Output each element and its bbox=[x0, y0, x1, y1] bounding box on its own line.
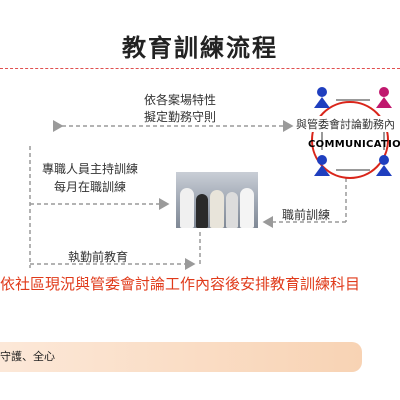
person-figure bbox=[314, 155, 330, 176]
case-label-line2: 擬定勤務守則 bbox=[144, 110, 217, 124]
staff-label-line1: 專職人員主持訓練 bbox=[42, 162, 139, 176]
case-label-line1: 依各案場特性 bbox=[144, 93, 217, 107]
person-figure bbox=[376, 87, 392, 108]
committee-label: 與管委會討論勤務內 bbox=[296, 116, 395, 132]
communication-graphic bbox=[311, 87, 392, 179]
title-divider bbox=[0, 68, 400, 69]
person-figure bbox=[376, 155, 392, 176]
training-photo bbox=[176, 172, 258, 228]
preduty-education-label: 執勤前教育 bbox=[68, 250, 129, 264]
preservice-training-label: 職前訓練 bbox=[282, 208, 331, 222]
person-figure bbox=[314, 87, 330, 108]
communication-label: COMMUNICATION bbox=[308, 139, 400, 150]
communication-ring bbox=[311, 101, 389, 179]
red-statement: 依社區現況與管委會討論工作內容後安排教育訓練科目 bbox=[0, 275, 361, 293]
staff-label-line2: 每月在職訓練 bbox=[54, 180, 127, 194]
page-title: 教育訓練流程 bbox=[122, 34, 278, 62]
bottom-band bbox=[0, 342, 362, 372]
bottom-band-text: 守護、全心 bbox=[0, 350, 55, 363]
